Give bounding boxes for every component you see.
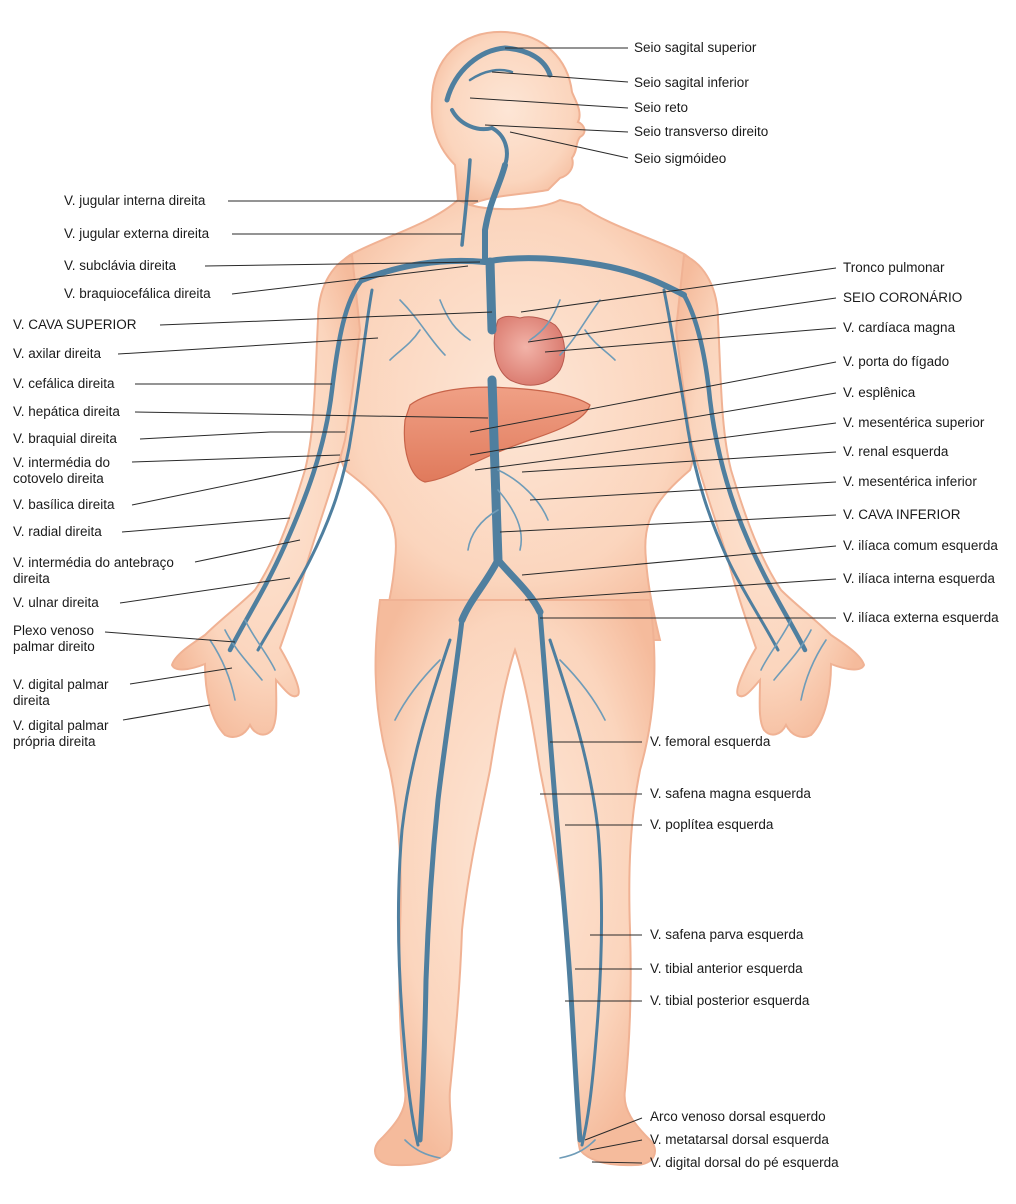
leader-lines (104, 47, 837, 1164)
label-cava-superior: V. CAVA SUPERIOR (13, 317, 137, 332)
label-tronco-pulmonar: Tronco pulmonar (843, 260, 945, 275)
label-iliaca-interna: V. ilíaca interna esquerda (843, 571, 995, 586)
label-mesenterica-superior: V. mesentérica superior (843, 415, 985, 430)
label-braquial: V. braquial direita (13, 431, 117, 446)
label-cefalica: V. cefálica direita (13, 376, 115, 391)
label-esplenica: V. esplênica (843, 385, 916, 400)
label-mesenterica-inferior: V. mesentérica inferior (843, 474, 977, 489)
label-arco-venoso: Arco venoso dorsal esquerdo (650, 1109, 826, 1124)
label-jugular-externa: V. jugular externa direita (64, 226, 210, 241)
label-poplitea: V. poplítea esquerda (650, 817, 774, 832)
label-plexo-palmar: Plexo venoso palmar direito (13, 623, 95, 654)
label-cava-inferior: V. CAVA INFERIOR (843, 507, 961, 522)
label-digital-pe: V. digital dorsal do pé esquerda (650, 1155, 839, 1170)
label-seio-transverso-direito: Seio transverso direito (634, 124, 769, 139)
label-porta-figado: V. porta do fígado (843, 354, 950, 369)
label-iliaca-externa: V. ilíaca externa esquerda (843, 610, 999, 625)
label-cardiaca-magna: V. cardíaca magna (843, 320, 956, 335)
label-tibial-posterior: V. tibial posterior esquerda (650, 993, 810, 1008)
label-ulnar: V. ulnar direita (13, 595, 99, 610)
label-seio-sigmoideo: Seio sigmóideo (634, 151, 727, 166)
label-femoral: V. femoral esquerda (650, 734, 771, 749)
label-renal-esquerda: V. renal esquerda (843, 444, 949, 459)
label-braquiocefalica: V. braquiocefálica direita (64, 286, 211, 301)
label-axilar: V. axilar direita (13, 346, 102, 361)
label-digital-palmar: V. digital palmar direita (13, 677, 109, 708)
label-safena-magna: V. safena magna esquerda (650, 786, 811, 801)
label-seio-reto: Seio reto (634, 100, 689, 115)
label-seio-sagital-superior: Seio sagital superior (634, 40, 757, 55)
label-digital-palmar-propria: V. digital palmar própria direita (13, 718, 109, 749)
label-hepatica: V. hepática direita (13, 404, 120, 419)
label-seio-coronario: SEIO CORONÁRIO (843, 290, 963, 305)
label-basilica: V. basílica direita (13, 497, 115, 512)
label-intermedia-cotovelo: V. intermédia do cotovelo direita (13, 455, 111, 486)
label-seio-sagital-inferior: Seio sagital inferior (634, 75, 749, 90)
label-jugular-interna: V. jugular interna direita (64, 193, 206, 208)
label-radial: V. radial direita (13, 524, 102, 539)
label-tibial-anterior: V. tibial anterior esquerda (650, 961, 803, 976)
label-intermedia-antebraco: V. intermédia do antebraço direita (13, 555, 174, 586)
label-iliaca-comum: V. ilíaca comum esquerda (843, 538, 998, 553)
label-subclavia: V. subclávia direita (64, 258, 177, 273)
main-veins (227, 45, 808, 1147)
label-metatarsal: V. metatarsal dorsal esquerda (650, 1132, 829, 1147)
heart (493, 315, 566, 386)
label-safena-parva: V. safena parva esquerda (650, 927, 804, 942)
